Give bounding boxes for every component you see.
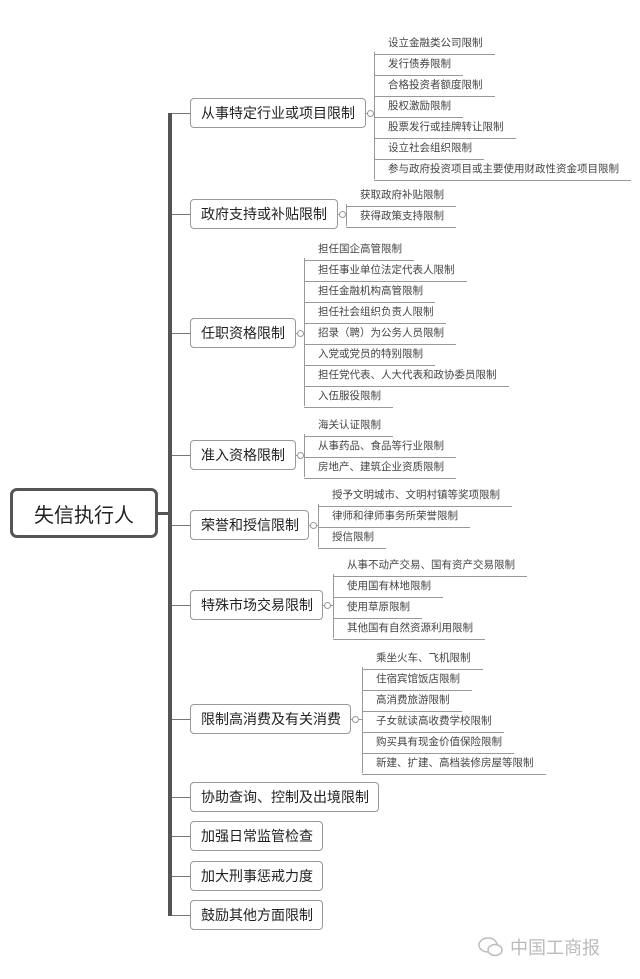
branch-connector — [172, 525, 190, 526]
branch-connector — [172, 333, 190, 334]
branch-label: 限制高消费及有关消费 — [201, 712, 341, 728]
branch-label: 政府支持或补贴限制 — [201, 207, 327, 223]
leaf-node[interactable]: 入党或党员的特别限制 — [304, 347, 435, 366]
branch-label: 加强日常监管检查 — [201, 829, 313, 845]
branch-node[interactable]: 从事特定行业或项目限制 — [190, 98, 366, 128]
leaf-node[interactable]: 从事不动产交易、国有资产交易限制 — [333, 558, 527, 577]
leaf-node[interactable]: 授予文明城市、文明村镇等奖项限制 — [318, 488, 512, 507]
leaf-node[interactable]: 高消费旅游限制 — [362, 693, 462, 712]
leaf-node[interactable]: 担任事业单位法定代表人限制 — [304, 263, 467, 282]
leaf-node[interactable]: 担任金融机构高管限制 — [304, 284, 435, 303]
branch-connector — [172, 876, 190, 877]
leaf-node[interactable]: 招录（聘）为公务人员限制 — [304, 326, 456, 345]
branch-connector — [172, 797, 190, 798]
branch-connector — [172, 214, 190, 215]
root-label: 失信执行人 — [34, 502, 134, 527]
leaf-node[interactable]: 子女就读高收费学校限制 — [362, 714, 504, 733]
collapse-toggle[interactable] — [324, 602, 331, 609]
leaf-node[interactable]: 购买具有现金价值保险限制 — [362, 735, 514, 754]
leaf-node[interactable]: 使用国有林地限制 — [333, 579, 443, 598]
leaf-connector — [318, 504, 319, 547]
leaf-node[interactable]: 房地产、建筑企业资质限制 — [304, 460, 456, 479]
leaf-node[interactable]: 参与政府投资项目或主要使用财政性资金项目限制 — [374, 162, 631, 181]
branch-node[interactable]: 加强日常监管检查 — [190, 821, 323, 851]
branch-connector — [172, 915, 190, 916]
leaf-node[interactable]: 获得政策支持限制 — [346, 209, 456, 228]
leaf-node[interactable]: 律师和律师事务所荣誉限制 — [318, 509, 470, 528]
branch-node[interactable]: 鼓励其他方面限制 — [190, 900, 323, 930]
leaf-node[interactable]: 设立金融类公司限制 — [374, 36, 495, 55]
leaf-connector — [304, 258, 305, 406]
leaf-node[interactable]: 股票发行或挂牌转让限制 — [374, 120, 516, 139]
leaf-node[interactable]: 授信限制 — [318, 530, 386, 549]
branch-label: 加大刑事惩戒力度 — [201, 869, 313, 885]
leaf-node[interactable]: 从事药品、食品等行业限制 — [304, 439, 456, 458]
leaf-node[interactable]: 担任社会组织负责人限制 — [304, 305, 446, 324]
branch-label: 任职资格限制 — [201, 326, 285, 342]
branch-connector — [172, 836, 190, 837]
branch-node[interactable]: 任职资格限制 — [190, 318, 296, 348]
branch-label: 准入资格限制 — [201, 448, 285, 464]
branch-connector — [172, 113, 190, 114]
leaf-connector — [362, 667, 363, 773]
branch-node[interactable]: 荣誉和授信限制 — [190, 510, 309, 540]
leaf-node[interactable]: 合格投资者额度限制 — [374, 78, 495, 97]
branch-label: 荣誉和授信限制 — [201, 518, 299, 534]
leaf-connector — [346, 204, 347, 226]
watermark: 中国工商报 — [478, 934, 600, 960]
leaf-node[interactable]: 乘坐火车、飞机限制 — [362, 651, 483, 670]
leaf-node[interactable]: 获取政府补贴限制 — [346, 188, 456, 207]
leaf-connector — [333, 574, 334, 638]
leaf-node[interactable]: 设立社会组织限制 — [374, 141, 484, 160]
branch-connector — [172, 719, 190, 720]
leaf-node[interactable]: 股权激励限制 — [374, 99, 463, 118]
collapse-toggle[interactable] — [352, 716, 359, 723]
leaf-node[interactable]: 担任国企高管限制 — [304, 242, 414, 261]
collapse-toggle[interactable] — [297, 452, 304, 459]
leaf-node[interactable]: 入伍服役限制 — [304, 389, 393, 408]
branch-label: 从事特定行业或项目限制 — [201, 106, 355, 122]
branch-node[interactable]: 加大刑事惩戒力度 — [190, 861, 323, 891]
branch-node[interactable]: 协助查询、控制及出境限制 — [190, 782, 379, 812]
branch-node[interactable]: 政府支持或补贴限制 — [190, 199, 338, 229]
branch-node[interactable]: 准入资格限制 — [190, 440, 296, 470]
collapse-toggle[interactable] — [297, 330, 304, 337]
collapse-toggle[interactable] — [310, 522, 317, 529]
watermark-text: 中国工商报 — [510, 938, 600, 959]
spine-connector — [168, 113, 172, 916]
branch-label: 协助查询、控制及出境限制 — [201, 790, 369, 806]
leaf-node[interactable]: 发行债券限制 — [374, 57, 463, 76]
leaf-node[interactable]: 其他国有自然资源利用限制 — [333, 621, 485, 640]
leaf-node[interactable]: 海关认证限制 — [304, 418, 393, 437]
branch-node[interactable]: 特殊市场交易限制 — [190, 590, 323, 620]
root-connector — [158, 512, 170, 515]
leaf-node[interactable]: 担任党代表、人大代表和政协委员限制 — [304, 368, 509, 387]
collapse-toggle[interactable] — [367, 110, 374, 117]
root-node[interactable]: 失信执行人 — [10, 488, 158, 538]
leaf-connector — [304, 434, 305, 477]
leaf-node[interactable]: 新建、扩建、高档装修房屋等限制 — [362, 756, 546, 775]
leaf-node[interactable]: 使用草原限制 — [333, 600, 422, 619]
branch-label: 鼓励其他方面限制 — [201, 908, 313, 924]
branch-label: 特殊市场交易限制 — [201, 598, 313, 614]
collapse-toggle[interactable] — [339, 211, 346, 218]
wechat-icon — [478, 937, 503, 957]
leaf-connector — [374, 52, 375, 179]
leaf-node[interactable]: 住宿宾馆饭店限制 — [362, 672, 472, 691]
branch-node[interactable]: 限制高消费及有关消费 — [190, 704, 351, 734]
branch-connector — [172, 605, 190, 606]
branch-connector — [172, 455, 190, 456]
